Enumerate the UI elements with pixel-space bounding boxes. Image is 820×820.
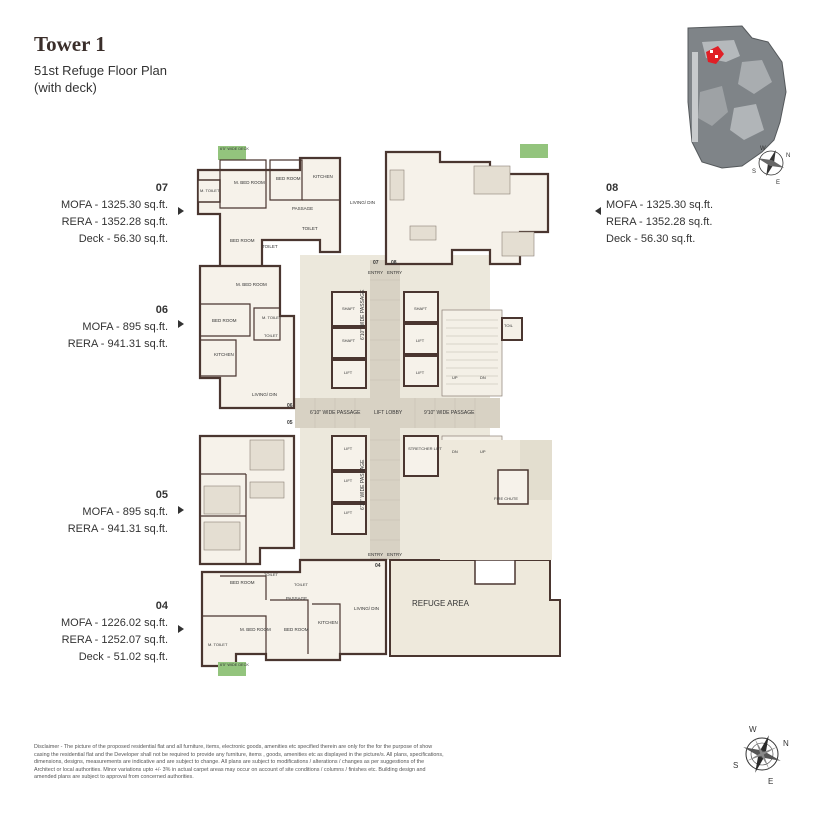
compass-small: W N S E [752,146,790,186]
unit-07-number: 07 [155,182,168,194]
unit-08-rera: RERA - 1352.28 sq.ft. [606,216,713,228]
unit-08-pointer [595,207,601,215]
unit-04-pointer [178,625,184,633]
compass-small-e: E [776,180,780,186]
unit-04-number: 04 [155,600,168,612]
unit-05-rera: RERA - 941.31 sq.ft. [67,523,168,535]
compass-large-s: S [733,761,738,770]
compass-large-n: N [783,739,789,748]
unit-07-mofa: MOFA - 1325.30 sq.ft. [61,199,168,211]
compass-large-w: W [749,725,757,734]
unit-07-rera: RERA - 1352.28 sq.ft. [61,216,168,228]
unit-08-number: 08 [606,182,619,194]
unit-08-mofa: MOFA - 1325.30 sq.ft. [606,199,713,211]
unit-08-info: 08 MOFA - 1325.30 sq.ft. RERA - 1352.28 … [606,180,713,248]
floor-plan [196,144,561,676]
disclaimer-text: Disclaimer - The picture of the proposed… [34,744,444,781]
unit-05-number: 05 [155,489,168,501]
unit-06-rera: RERA - 941.31 sq.ft. [67,338,168,350]
unit-05-mofa: MOFA - 895 sq.ft. [82,506,168,518]
unit-07-info: 07 MOFA - 1325.30 sq.ft. RERA - 1352.28 … [61,180,168,248]
compass-small-n: N [786,153,790,159]
page-title: Tower 1 [34,32,106,56]
unit-06-pointer [178,320,184,328]
subtitle-line-2: (with deck) [34,80,97,95]
unit-06-info: 06 MOFA - 895 sq.ft. RERA - 941.31 sq.ft… [68,302,168,353]
compass-large-e: E [768,777,773,786]
page-subtitle: 51st Refuge Floor Plan (with deck) [34,62,167,96]
key-plan-map [682,22,792,172]
unit-05-pointer [178,506,184,514]
unit-04-rera: RERA - 1252.07 sq.ft. [61,634,168,646]
compass-large: W N S E [733,725,789,786]
compass-small-s: S [752,169,756,175]
compass-small-w: W [760,146,766,152]
unit-08-deck: Deck - 56.30 sq.ft. [606,233,696,245]
unit-06-number: 06 [155,304,168,316]
subtitle-line-1: 51st Refuge Floor Plan [34,63,167,78]
unit-04-info: 04 MOFA - 1226.02 sq.ft. RERA - 1252.07 … [61,598,168,666]
unit-04-deck: Deck - 51.02 sq.ft. [78,651,168,663]
unit-07-pointer [178,207,184,215]
unit-07-deck: Deck - 56.30 sq.ft. [78,233,168,245]
unit-04-mofa: MOFA - 1226.02 sq.ft. [61,617,168,629]
unit-06-mofa: MOFA - 895 sq.ft. [82,321,168,333]
unit-05-info: 05 MOFA - 895 sq.ft. RERA - 941.31 sq.ft… [68,487,168,538]
